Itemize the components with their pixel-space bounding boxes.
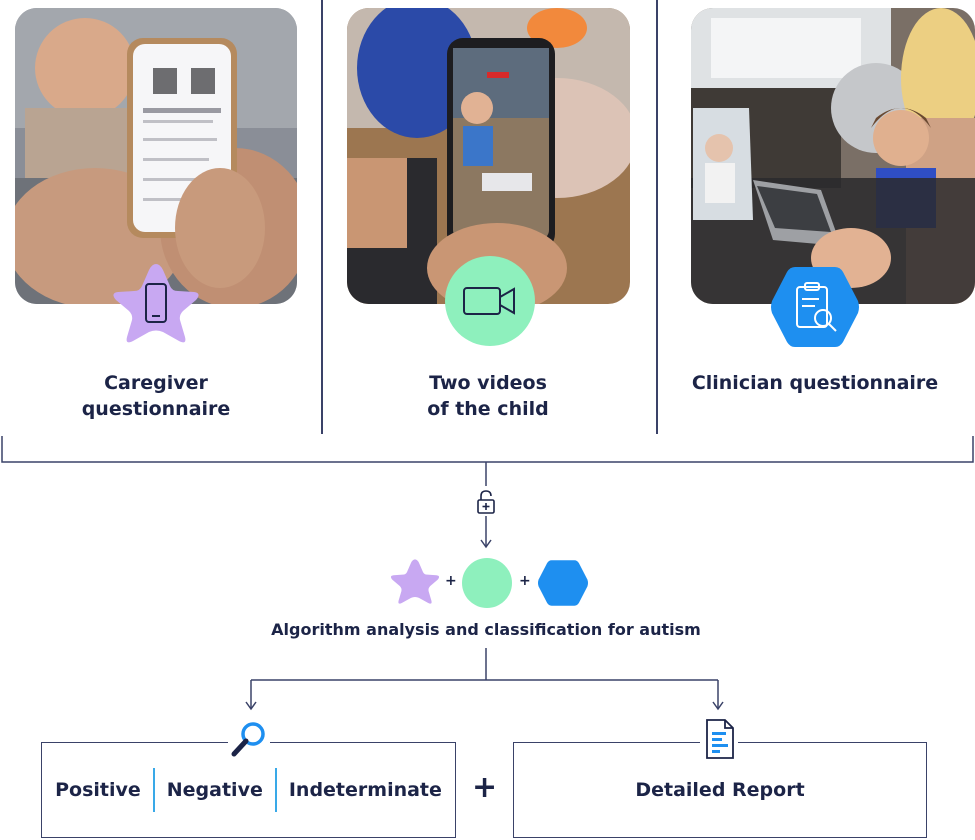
small-star-badge: [389, 557, 441, 607]
arrow-left-branch: [245, 701, 257, 711]
videos-badge: [444, 255, 536, 347]
magnifier-icon: [228, 718, 270, 760]
lock-icon: [476, 490, 496, 514]
detailed-report-label: Detailed Report: [635, 779, 805, 801]
algorithm-analysis-title: Algorithm analysis and classification fo…: [271, 620, 701, 639]
collecting-bracket: [1, 436, 974, 463]
video-camera-icon: [463, 287, 515, 315]
clinician-questionnaire-label: Clinician questionnaire: [691, 372, 939, 394]
report-document-icon: [700, 718, 738, 760]
two-videos-label: Two videos of the child: [427, 372, 549, 420]
result-indeterminate: Indeterminate: [288, 779, 442, 801]
clipboard-search-icon: [796, 282, 837, 332]
result-positive: Positive: [55, 779, 141, 801]
column-divider-1: [321, 0, 323, 434]
result-divider-2: [274, 768, 277, 812]
result-divider-1: [152, 768, 155, 812]
clinician-photo: [691, 8, 975, 304]
star-shape: [113, 264, 199, 343]
plus-sign-2: +: [519, 573, 531, 589]
caregiver-badge: [110, 260, 202, 348]
small-circle-badge: [461, 557, 513, 609]
arrow-right-branch: [712, 701, 724, 711]
classification-result-box: Positive Negative Indeterminate: [41, 742, 456, 838]
result-negative: Negative: [166, 779, 263, 801]
phone-icon: [145, 283, 167, 323]
caregiver-questionnaire-label: Caregiver questionnaire: [81, 372, 231, 420]
small-hexagon-badge: [536, 558, 590, 608]
outcome-plus-sign: +: [472, 770, 498, 805]
plus-sign-1: +: [445, 573, 457, 589]
column-divider-2: [656, 0, 658, 434]
circle-shape: [445, 256, 535, 346]
clinician-badge: [769, 263, 861, 351]
